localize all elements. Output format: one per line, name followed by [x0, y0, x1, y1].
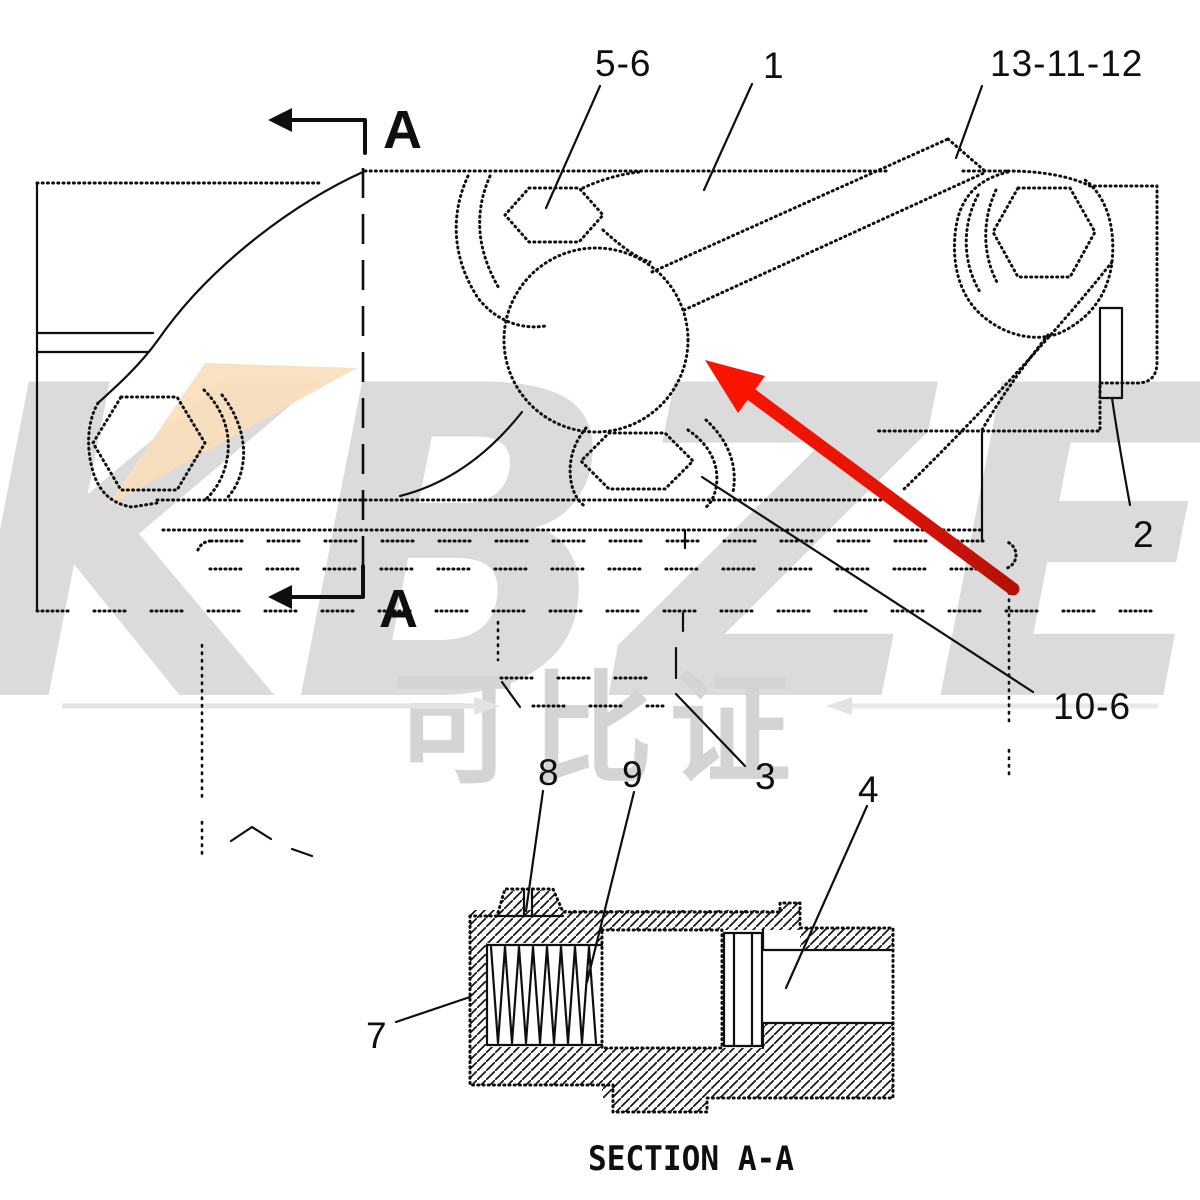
- leader-line: [674, 692, 747, 768]
- hatch-bottom-left-wall: [470, 1047, 602, 1085]
- spring-bore: [485, 943, 604, 1047]
- plunger: [600, 928, 724, 1050]
- callout-label: 10-6: [1053, 686, 1131, 727]
- leader-line: [954, 84, 984, 160]
- hatch-left-wall: [470, 943, 487, 1047]
- construction-lines: [200, 590, 1011, 860]
- leader-line: [544, 84, 602, 210]
- right-bore: [761, 928, 895, 1050]
- callout-3: 3: [674, 692, 777, 797]
- hatch-bottom-step: [613, 1098, 707, 1112]
- callout-8: 8: [524, 752, 560, 913]
- chute-edge-outer: [901, 260, 1114, 492]
- callout-10-6: 10-6: [700, 475, 1131, 727]
- right-hex-socket: [991, 186, 1097, 279]
- callout-label: 7: [366, 1015, 388, 1056]
- bottom-bolt-boss: [568, 418, 736, 510]
- hatch-bottom-mid-wall: [602, 1048, 763, 1098]
- section-cut-markers: A A: [268, 100, 422, 639]
- hatch-bottom-right-wall: [763, 1023, 893, 1098]
- right-bolt-boss: [901, 170, 1115, 543]
- section-arrowhead-top: [268, 108, 292, 132]
- top-view: [35, 137, 1162, 860]
- callout-4: 4: [784, 769, 880, 990]
- callout-label: 1: [763, 45, 785, 86]
- hatch-boss-right: [532, 890, 563, 916]
- hatch-lip: [780, 902, 800, 930]
- leader-line: [702, 82, 754, 192]
- watermark-left-arrow: [62, 697, 500, 715]
- spring: [489, 945, 598, 1045]
- hatch-top-mid-wall: [602, 910, 780, 930]
- chute-edge-inner: [980, 333, 1050, 432]
- seat-ring: [722, 931, 764, 1048]
- boss-slit: [522, 887, 534, 918]
- hidden-slot: [195, 539, 1018, 571]
- hatch-top-right-wall: [800, 928, 893, 950]
- callout-2: 2: [1110, 396, 1155, 555]
- section-arrow-top: A: [268, 100, 422, 160]
- callout-9: 9: [585, 754, 644, 984]
- callouts: 5-6 1 13-11-12 2 10-6 3 8 9: [366, 43, 1155, 1056]
- hidden-part-outline: [499, 611, 685, 709]
- watermark-right-arrow: [826, 697, 1158, 715]
- callout-label: 4: [858, 769, 880, 810]
- section-letter-bottom: A: [379, 579, 418, 639]
- callout-label: 13-11-12: [990, 43, 1143, 84]
- section-arrow-bottom: A: [268, 564, 418, 639]
- callout-label: 2: [1133, 514, 1155, 555]
- top-bolt-boss: [454, 170, 652, 329]
- section-arrowhead-bottom: [268, 585, 292, 609]
- red-arrowhead: [705, 360, 765, 413]
- callout-1: 1: [702, 45, 785, 192]
- callout-label: 8: [538, 752, 560, 793]
- plate-corner-curve: [96, 170, 365, 405]
- watermark-cjk-text: 可比证: [393, 659, 807, 801]
- leader-line: [394, 995, 472, 1024]
- callout-5-6: 5-6: [544, 43, 651, 210]
- top-hex-socket: [503, 186, 605, 244]
- section-view: SECTION A-A: [468, 887, 895, 1179]
- lever-arm: [650, 137, 988, 312]
- housing-right-edge: [875, 169, 1159, 433]
- section-title: SECTION A-A: [588, 1139, 794, 1179]
- leader-line: [524, 789, 545, 913]
- section-body-outline: [468, 887, 895, 1114]
- callout-label: 5-6: [595, 43, 651, 84]
- leader-line: [700, 475, 1035, 694]
- callout-label: 9: [622, 754, 644, 795]
- red-annotation-arrow: [705, 360, 1020, 596]
- plate-lower-curve: [398, 410, 524, 498]
- leader-line: [784, 804, 869, 990]
- left-hex-socket: [91, 395, 207, 492]
- watermark-orange-triangle: [107, 363, 357, 506]
- bottom-hex-socket: [579, 431, 695, 491]
- left-bolt-boss: [87, 388, 246, 509]
- watermark: KBZE 可比证: [0, 297, 1200, 801]
- section-letter-top: A: [383, 100, 422, 160]
- callout-13-11-12: 13-11-12: [954, 43, 1143, 160]
- leader-line: [585, 790, 636, 984]
- leader-line: [1110, 396, 1132, 507]
- callout-label: 3: [755, 756, 777, 797]
- center-ball: [502, 246, 690, 434]
- callout-7: 7: [366, 995, 472, 1056]
